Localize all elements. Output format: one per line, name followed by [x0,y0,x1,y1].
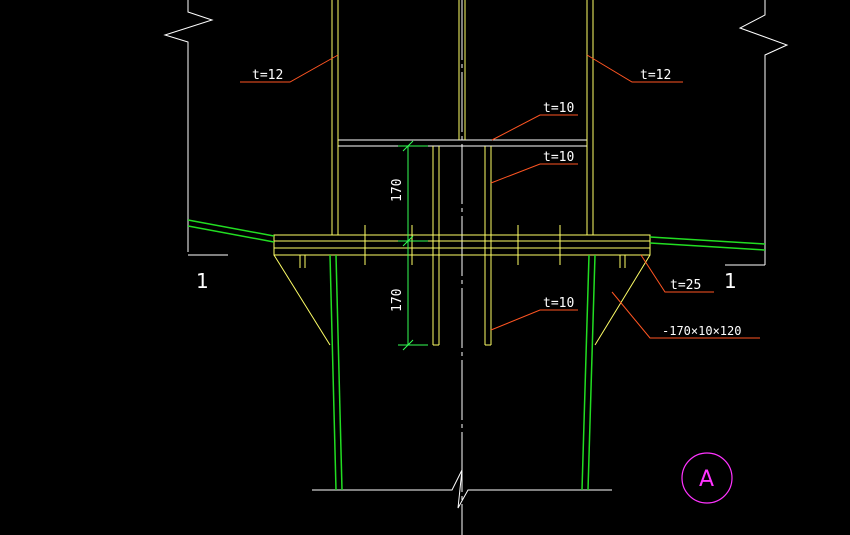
section-mark-right: 1 [724,269,737,293]
label-t12-right: t=12 [640,68,671,83]
axis-label: A [699,467,714,492]
label-t10-bottom: t=10 [543,296,574,311]
section-mark-left: 1 [196,269,209,293]
label-t25: t=25 [670,278,701,293]
dimension-lower: 170 [390,289,405,312]
dimension-upper: 170 [390,179,405,202]
right-break-line [738,0,789,265]
label-stiffener: -170×10×120 [662,324,741,338]
label-t10-top: t=10 [543,101,574,116]
left-break-line [163,0,214,252]
label-t10-mid: t=10 [543,150,574,165]
bottom-break-line [312,469,612,509]
label-t12-left: t=12 [252,68,283,83]
axis-bubble [681,452,733,504]
concrete-outline [187,219,766,491]
leader-lines [240,54,760,339]
steel-members [273,0,651,346]
base-plate [273,234,651,256]
outline-linework [163,0,789,535]
dimension-lines [398,140,428,351]
